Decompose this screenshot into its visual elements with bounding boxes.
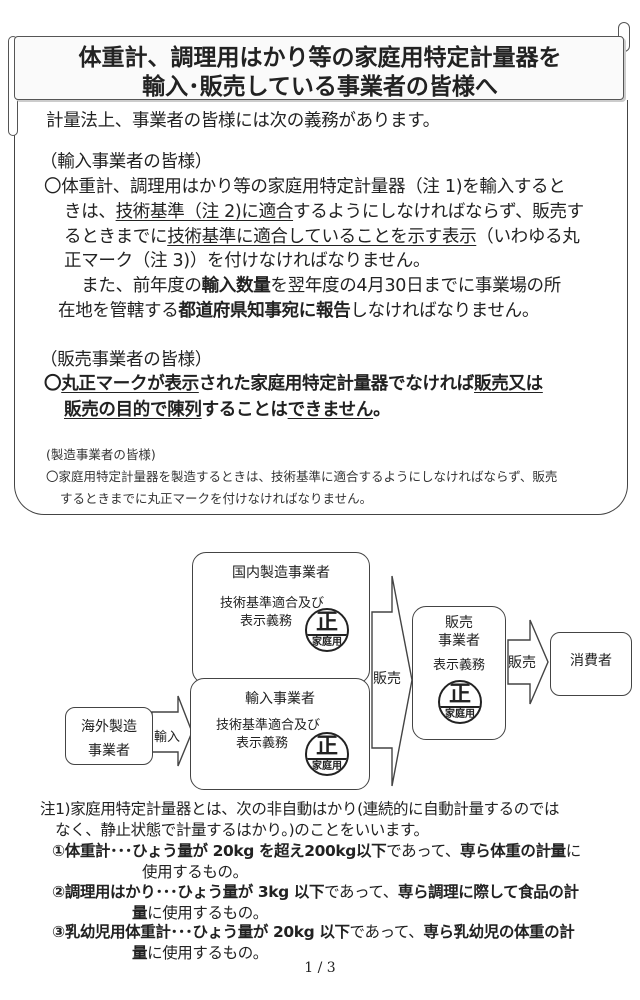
consumer-box <box>550 632 632 696</box>
bold-text: ①体重計･･･ひょう量が 20kg を超え200kg以下 <box>52 842 387 860</box>
bold-text: 専ら調理に際して食品の計 <box>397 883 579 901</box>
underlined-text: 技術基準に適合していることを示す表示 <box>167 227 477 247</box>
overseas-label: 海外製造 <box>81 719 137 735</box>
domestic-manufacturer-label: 国内製造事業者 <box>232 565 330 581</box>
flow-arrows <box>151 575 549 787</box>
title-banner <box>14 36 624 100</box>
text-segment: するようにしなければならず、販売す <box>293 202 584 222</box>
seller-label: 販売 <box>445 615 473 631</box>
text-segment: るときまでに <box>64 227 168 247</box>
domestic-duty: 技術基準適合及び <box>220 596 325 611</box>
text-line: ①体重計･･･ひょう量が 20kg を超え200kg以下であって、専ら体重の計量… <box>52 839 581 861</box>
title-line-2: 輸入･販売している事業者の皆様へ <box>142 74 498 100</box>
text-segment: 在地を管轄する <box>58 301 179 321</box>
seller-duty: 表示義務 <box>432 658 485 673</box>
text-line: 販売の目的で陳列することはできません。 <box>64 396 391 421</box>
bold-text: 専ら体重の計量 <box>460 842 566 860</box>
text-segment: することは <box>201 400 288 420</box>
text-segment: に <box>565 842 582 860</box>
text-line: 使用するもの。 <box>142 860 248 882</box>
mark-katei: 家庭用 <box>307 634 347 650</box>
text-line: なく、静止状態で計量するはかり。)のことをいいます。 <box>40 818 429 840</box>
mark-sei: 正 <box>315 610 338 635</box>
bold-text: 量 <box>132 904 148 922</box>
bold-text: ②調理用はかり･･･ひょう量が 3kg 以下 <box>52 883 325 901</box>
text-segment: に使用するもの。 <box>147 904 268 922</box>
importer-duty: 表示義務 <box>236 736 289 751</box>
sell-arrow-wide <box>371 575 413 787</box>
text-line: 正マーク（注 3)）を付けなければなりません。 <box>64 247 430 272</box>
text-line: 在地を管轄する都道府県知事宛に報告しなければなりません。 <box>58 297 539 322</box>
text-segment: であって、 <box>324 883 398 901</box>
maru-sei-mark: 正家庭用 <box>305 608 349 652</box>
manufacturers-line: するときまでに丸正マークを付けなければなりません。 <box>60 491 373 506</box>
text-segment: された家庭用特定計量器でなければ <box>198 374 475 394</box>
text-segment: きは、 <box>64 202 116 222</box>
text-line: 〇丸正マークが表示された家庭用特定計量器でなければ販売又は <box>44 370 543 395</box>
text-line: るときまでに技術基準に適合していることを示す表示（いわゆる丸 <box>64 223 580 248</box>
maru-sei-mark: 正家庭用 <box>438 680 482 724</box>
text-segment: 注1)家庭用特定計量器とは、次の非自動はかり(連続的に自動計量するのでは <box>40 800 560 818</box>
bold-text: 専ら乳幼児の体重の計 <box>423 923 575 941</box>
bold-text: ③乳幼児用体重計･･･ひょう量が 20kg 以下 <box>52 923 350 941</box>
title-line-1: 体重計、調理用はかり等の家庭用特定計量器を <box>78 45 562 71</box>
sell-arrow-label: 販売 <box>508 655 536 671</box>
overseas-label: 事業者 <box>88 743 130 759</box>
import-arrow <box>151 695 193 767</box>
manufacturers-heading: (製造事業者の皆様) <box>46 447 156 462</box>
text-line: ③乳幼児用体重計･･･ひょう量が 20kg 以下であって、専ら乳幼児の体重の計 <box>52 920 575 942</box>
overseas-manufacturer-box <box>65 707 153 765</box>
mark-sei: 正 <box>315 734 338 759</box>
text-segment: （いわゆる丸 <box>476 227 580 247</box>
underlined-text: 技術基準（注 2)に適合 <box>115 202 294 222</box>
mark-katei: 家庭用 <box>307 758 347 774</box>
text-line: 注1)家庭用特定計量器とは、次の非自動はかり(連続的に自動計量するのでは <box>40 797 559 819</box>
bold-text: 輸入数量 <box>201 276 271 296</box>
text-segment: 〇 <box>44 374 62 394</box>
text-segment: に使用するもの。 <box>147 944 268 962</box>
domestic-duty: 表示義務 <box>240 614 293 629</box>
page-number: 1 / 3 <box>304 960 336 976</box>
import-arrow-label: 輸入 <box>154 730 181 745</box>
text-line: 〇体重計、調理用はかり等の家庭用特定計量器（注 1)を輸入すると <box>44 173 566 198</box>
maru-sei-mark: 正家庭用 <box>305 732 349 776</box>
text-segment: 正マーク（注 3)）を付けなければなりません。 <box>64 251 431 271</box>
text-segment: また、前年度の <box>64 276 202 296</box>
importer-duty: 技術基準適合及び <box>216 718 321 733</box>
mark-katei: 家庭用 <box>440 706 480 722</box>
text-segment: 。 <box>373 400 391 420</box>
text-segment: 〇体重計、調理用はかり等の家庭用特定計量器（注 1)を輸入すると <box>44 177 566 197</box>
text-line: また、前年度の輸入数量を翌年度の4月30日までに事業場の所 <box>64 272 561 297</box>
importer-label: 輸入事業者 <box>245 691 315 707</box>
text-segment: であって、 <box>349 923 424 941</box>
manufacturers-line: 〇家庭用特定計量器を製造するときは、技術基準に適合するようにしなければならず、販… <box>46 469 558 484</box>
mark-sei: 正 <box>448 682 471 707</box>
underlined-text: できません <box>287 400 374 420</box>
seller-label: 事業者 <box>438 633 480 649</box>
text-segment: であって、 <box>386 842 460 860</box>
text-line: 量に使用するもの。 <box>132 941 268 963</box>
bold-text: 量 <box>132 944 148 962</box>
bold-text: 都道府県知事宛に報告 <box>178 301 351 321</box>
intro-text: 計量法上、事業者の皆様には次の義務があります。 <box>46 111 440 131</box>
sellers-heading: （販売事業者の皆様） <box>40 350 212 370</box>
underlined-text: 販売又は <box>474 374 543 394</box>
text-segment: なく、静止状態で計量するはかり。)のことをいいます。 <box>40 821 429 839</box>
sell-arrow-label: 販売 <box>373 671 401 687</box>
obligations-box <box>14 100 628 515</box>
text-line: 量に使用するもの。 <box>132 901 268 923</box>
text-segment: 使用するもの。 <box>142 863 248 881</box>
text-segment: しなければなりません。 <box>350 301 540 321</box>
underlined-text: 販売の目的で陳列 <box>64 400 202 420</box>
underlined-text: 丸正マークが表示 <box>61 374 199 394</box>
sell-arrow-to-consumer <box>507 619 549 705</box>
text-line: きは、技術基準（注 2)に適合するようにしなければならず、販売す <box>64 198 584 223</box>
consumer-label: 消費者 <box>570 653 612 669</box>
text-line: ②調理用はかり･･･ひょう量が 3kg 以下であって、専ら調理に際して食品の計 <box>52 880 579 902</box>
text-segment: を翌年度の4月30日までに事業場の所 <box>270 276 561 296</box>
importers-heading: （輸入事業者の皆様） <box>40 152 212 172</box>
